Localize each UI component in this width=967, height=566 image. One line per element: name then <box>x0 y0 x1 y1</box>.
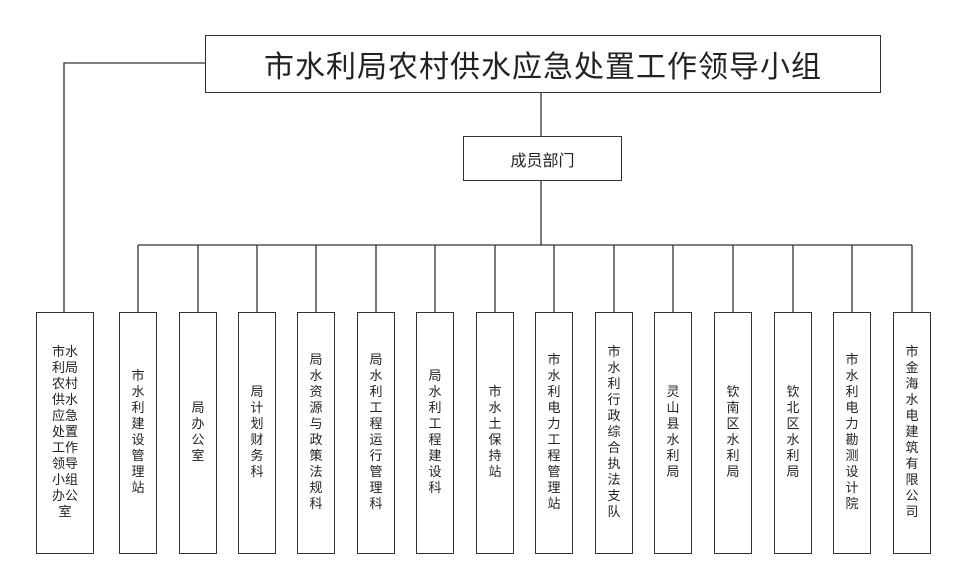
department-label: 钦北区水利局 <box>786 385 800 480</box>
department-box: 市水利电力工程管理站 <box>535 312 573 554</box>
department-box: 局计划财务科 <box>238 312 276 554</box>
department-box: 局水利工程建设科 <box>416 312 454 554</box>
department-label: 市水利建设管理站 <box>131 369 145 496</box>
department-box: 市金海水电建筑有限公司 <box>893 312 931 554</box>
department-label: 局办公室 <box>191 401 205 464</box>
department-label: 局计划财务科 <box>250 385 264 480</box>
department-box: 市水土保持站 <box>476 312 514 554</box>
department-label: 局水利工程建设科 <box>428 369 442 496</box>
department-box: 局办公室 <box>179 312 217 554</box>
member-departments-box: 成员部门 <box>463 136 622 181</box>
department-box: 局水利工程运行管理科 <box>357 312 395 554</box>
department-label: 市水土保持站 <box>488 385 502 480</box>
department-box: 局水资源与政策法规科 <box>297 312 335 554</box>
title-text: 市水利局农村供水应急处置工作领导小组 <box>264 50 822 85</box>
department-box: 市水利电力勘测设计院 <box>833 312 871 554</box>
department-label: 钦南区水利局 <box>726 385 740 480</box>
department-label: 市金海水电建筑有限公司 <box>905 345 919 520</box>
department-box: 钦南区水利局 <box>714 312 752 554</box>
department-label: 灵山县水利局 <box>666 385 680 480</box>
department-label: 市水利电力勘测设计院 <box>845 353 859 512</box>
department-box: 市水利行政综合执法支队 <box>595 312 633 554</box>
department-label: 市水利电力工程管理站 <box>547 353 561 512</box>
department-box: 灵山县水利局 <box>654 312 692 554</box>
department-label: 局水资源与政策法规科 <box>309 353 323 512</box>
leadership-group-title: 市水利局农村供水应急处置工作领导小组 <box>205 35 881 93</box>
department-box: 市水利建设管理站 <box>119 312 157 554</box>
office-box: 市水利局农村供水应急处置工作领导小组办公室 <box>36 312 94 554</box>
member-label: 成员部门 <box>510 150 575 170</box>
department-label: 局水利工程运行管理科 <box>369 353 383 512</box>
office-label: 市水利局农村供水应急处置工作领导小组办公室 <box>51 345 78 520</box>
department-label: 市水利行政综合执法支队 <box>607 345 621 520</box>
department-box: 钦北区水利局 <box>774 312 812 554</box>
